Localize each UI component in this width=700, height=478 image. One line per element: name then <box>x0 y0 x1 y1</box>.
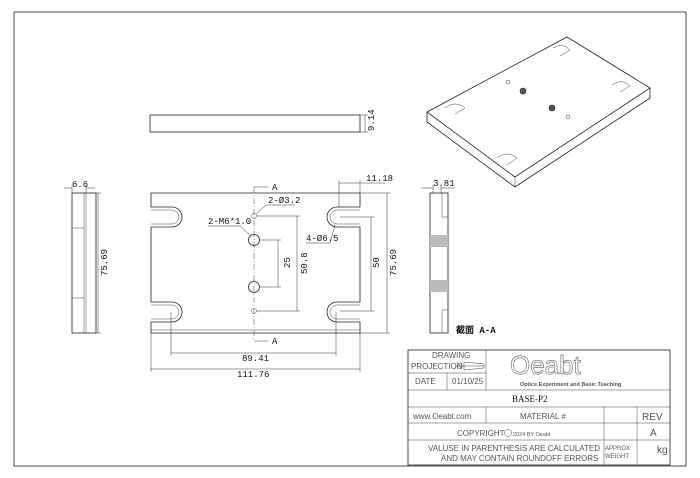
small-hole-callout: 2-Ø3.2 <box>268 196 300 206</box>
copyright-label: COPYRIGHT <box>457 429 505 438</box>
section-label: 截面 A-A <box>456 324 496 336</box>
material-label: MATERIAL # <box>520 412 566 421</box>
height-dimension: 75.69 <box>389 249 399 276</box>
drawing-label: DRAWING <box>432 351 470 360</box>
small-hole <box>251 213 257 219</box>
note-line-1: VALUSE IN PARENTHESIS ARE CALCULATED <box>428 444 600 453</box>
tapped-hole-callout: 2-M6*1.0 <box>208 217 251 227</box>
approx-label: APPROX <box>605 446 630 452</box>
section-mark-top: A <box>272 183 278 193</box>
section-view: 3.81 截面 A-A <box>421 179 496 336</box>
thickness-dimension: 9.14 <box>367 109 377 131</box>
copyright-year: 2024 BY Oeabt <box>513 432 551 438</box>
slot-offset-dimension: 11.18 <box>366 174 393 184</box>
weight-unit: kg <box>657 445 668 456</box>
slot-callout: 4-Ø6.5 <box>306 234 338 244</box>
section-mark-bottom: A <box>272 337 278 347</box>
title-block: DRAWING PROJECTION DATE 01/10/25 Oeabt O… <box>407 349 671 466</box>
small-hole <box>251 308 257 314</box>
copyright-icon <box>504 429 512 437</box>
website: www.Oeabt.com <box>412 412 472 421</box>
projection-symbol-icon <box>456 361 485 371</box>
top-view: 9.14 <box>149 109 377 133</box>
projection-label: PROJECTION <box>411 362 463 371</box>
rev-value: A <box>650 428 657 439</box>
tapped-hole <box>248 234 260 246</box>
tapped-hole <box>248 281 260 293</box>
logo-tagline: Optics Experiment and Basic Teaching <box>520 382 621 388</box>
side-view: 6.6 75.69 <box>64 180 110 334</box>
weight-label: WEIGHT <box>605 454 629 460</box>
slot-center-dimension: 89.41 <box>242 354 269 364</box>
logo: Oeabt <box>510 350 582 380</box>
width-dimension: 111.76 <box>237 370 269 380</box>
front-view: A A 2-Ø3.2 2-M6*1.0 4-Ø6.5 25 50.8 50 75… <box>150 174 399 380</box>
date-value: 01/10/25 <box>452 377 484 386</box>
side-width-dimension: 6.6 <box>72 180 88 190</box>
side-height-dimension: 75.69 <box>100 249 110 276</box>
rev-label: REV <box>642 412 663 423</box>
tapped-spacing-dimension: 25 <box>283 257 293 268</box>
part-name: BASE-P2 <box>512 394 548 404</box>
hole-spacing-dimension: 50.8 <box>300 252 310 274</box>
sheet-border <box>13 11 687 467</box>
section-width-dimension: 3.81 <box>433 179 455 189</box>
isometric-view <box>426 36 651 188</box>
date-label: DATE <box>415 377 436 386</box>
note-line-2: AND MAY CONTAIN ROUNDOFF ERRORS <box>441 454 598 463</box>
slot-spacing-dimension: 50 <box>372 257 382 268</box>
